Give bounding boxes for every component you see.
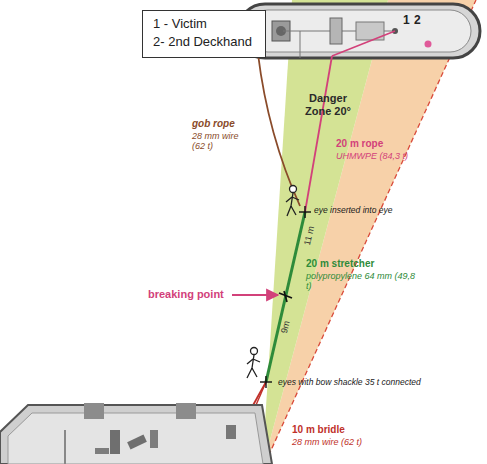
rope-name: gob rope	[192, 118, 235, 130]
key-entry: 1 - Victim	[153, 15, 255, 33]
stretcher-line	[266, 212, 305, 382]
danger-edge	[262, 0, 476, 464]
callout-number: 1	[403, 14, 410, 28]
barge-vessel	[0, 403, 272, 464]
rope-spec: 28 mm wire (62 t)	[192, 131, 250, 152]
joint-note: eyes with bow shackle 35 t connected	[278, 378, 421, 388]
callout-number: 2	[414, 14, 421, 28]
danger-fan	[262, 0, 476, 464]
break-arrow	[232, 294, 278, 296]
danger-zone-wedge	[262, 0, 388, 464]
key-entry: 2- 2nd Deckhand	[153, 33, 255, 51]
break-mark	[279, 291, 292, 302]
tow-rope	[305, 56, 332, 212]
deckhand-figure	[247, 348, 260, 379]
rope-spec: polypropylene 64 mm (49,8 t)	[306, 271, 418, 292]
victim-figure	[286, 186, 299, 217]
legend-key-box: 1 - Victim2- 2nd Deckhand	[142, 10, 266, 58]
joint-note: eye inserted into eye	[314, 206, 392, 216]
gob-rope	[258, 54, 300, 206]
bridle-wire	[256, 382, 266, 405]
rope-name: 20 m stretcher	[306, 258, 374, 270]
rope-name: 20 m rope	[336, 138, 383, 150]
break-label: breaking point	[148, 288, 224, 301]
rope-spec: UHMWPE (84,3 t)	[336, 151, 408, 161]
rope-spec: 28 mm wire (62 t)	[292, 437, 362, 447]
rope-name: 10 m bridle	[292, 424, 345, 436]
tow-rope	[332, 31, 395, 56]
zone-label: Danger Zone 20°	[296, 92, 360, 117]
tug-boat	[238, 4, 480, 58]
